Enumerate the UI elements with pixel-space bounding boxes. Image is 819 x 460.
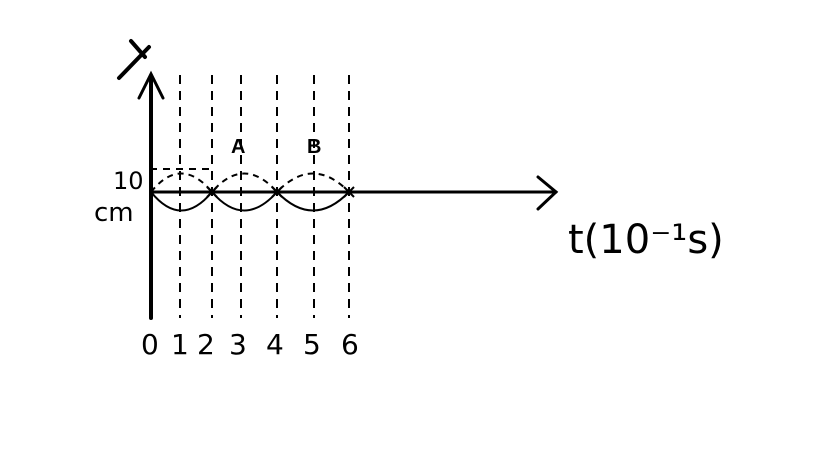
tick-label: 4 (266, 328, 284, 361)
y-axis-label: Y (103, 39, 104, 41)
tick-label: 2 (197, 328, 215, 361)
tick-label: 6 (341, 328, 359, 361)
y-axis-arrowhead (137, 70, 165, 100)
t-axis-label: t(10⁻¹s) (568, 217, 724, 263)
t-axis (149, 175, 559, 211)
y-axis (137, 70, 165, 320)
node-markers (206, 186, 355, 198)
wave-solid (150, 190, 350, 212)
tick-label: 0 (141, 328, 159, 361)
wave-dashed (150, 172, 350, 194)
t-axis-arrowhead (536, 175, 559, 211)
point-label-a: A (231, 136, 245, 158)
tick-label: 1 (171, 328, 189, 361)
point-label-b: B (307, 136, 321, 158)
tick-label: 5 (303, 328, 321, 361)
y-label-mark (117, 39, 151, 80)
amplitude-unit: cm (94, 198, 134, 228)
tick-labels: 0 1 2 3 4 5 6 (141, 328, 359, 361)
dashed-guides (179, 75, 350, 318)
tick-label: 3 (229, 328, 247, 361)
amplitude-value: 10 (113, 167, 144, 195)
